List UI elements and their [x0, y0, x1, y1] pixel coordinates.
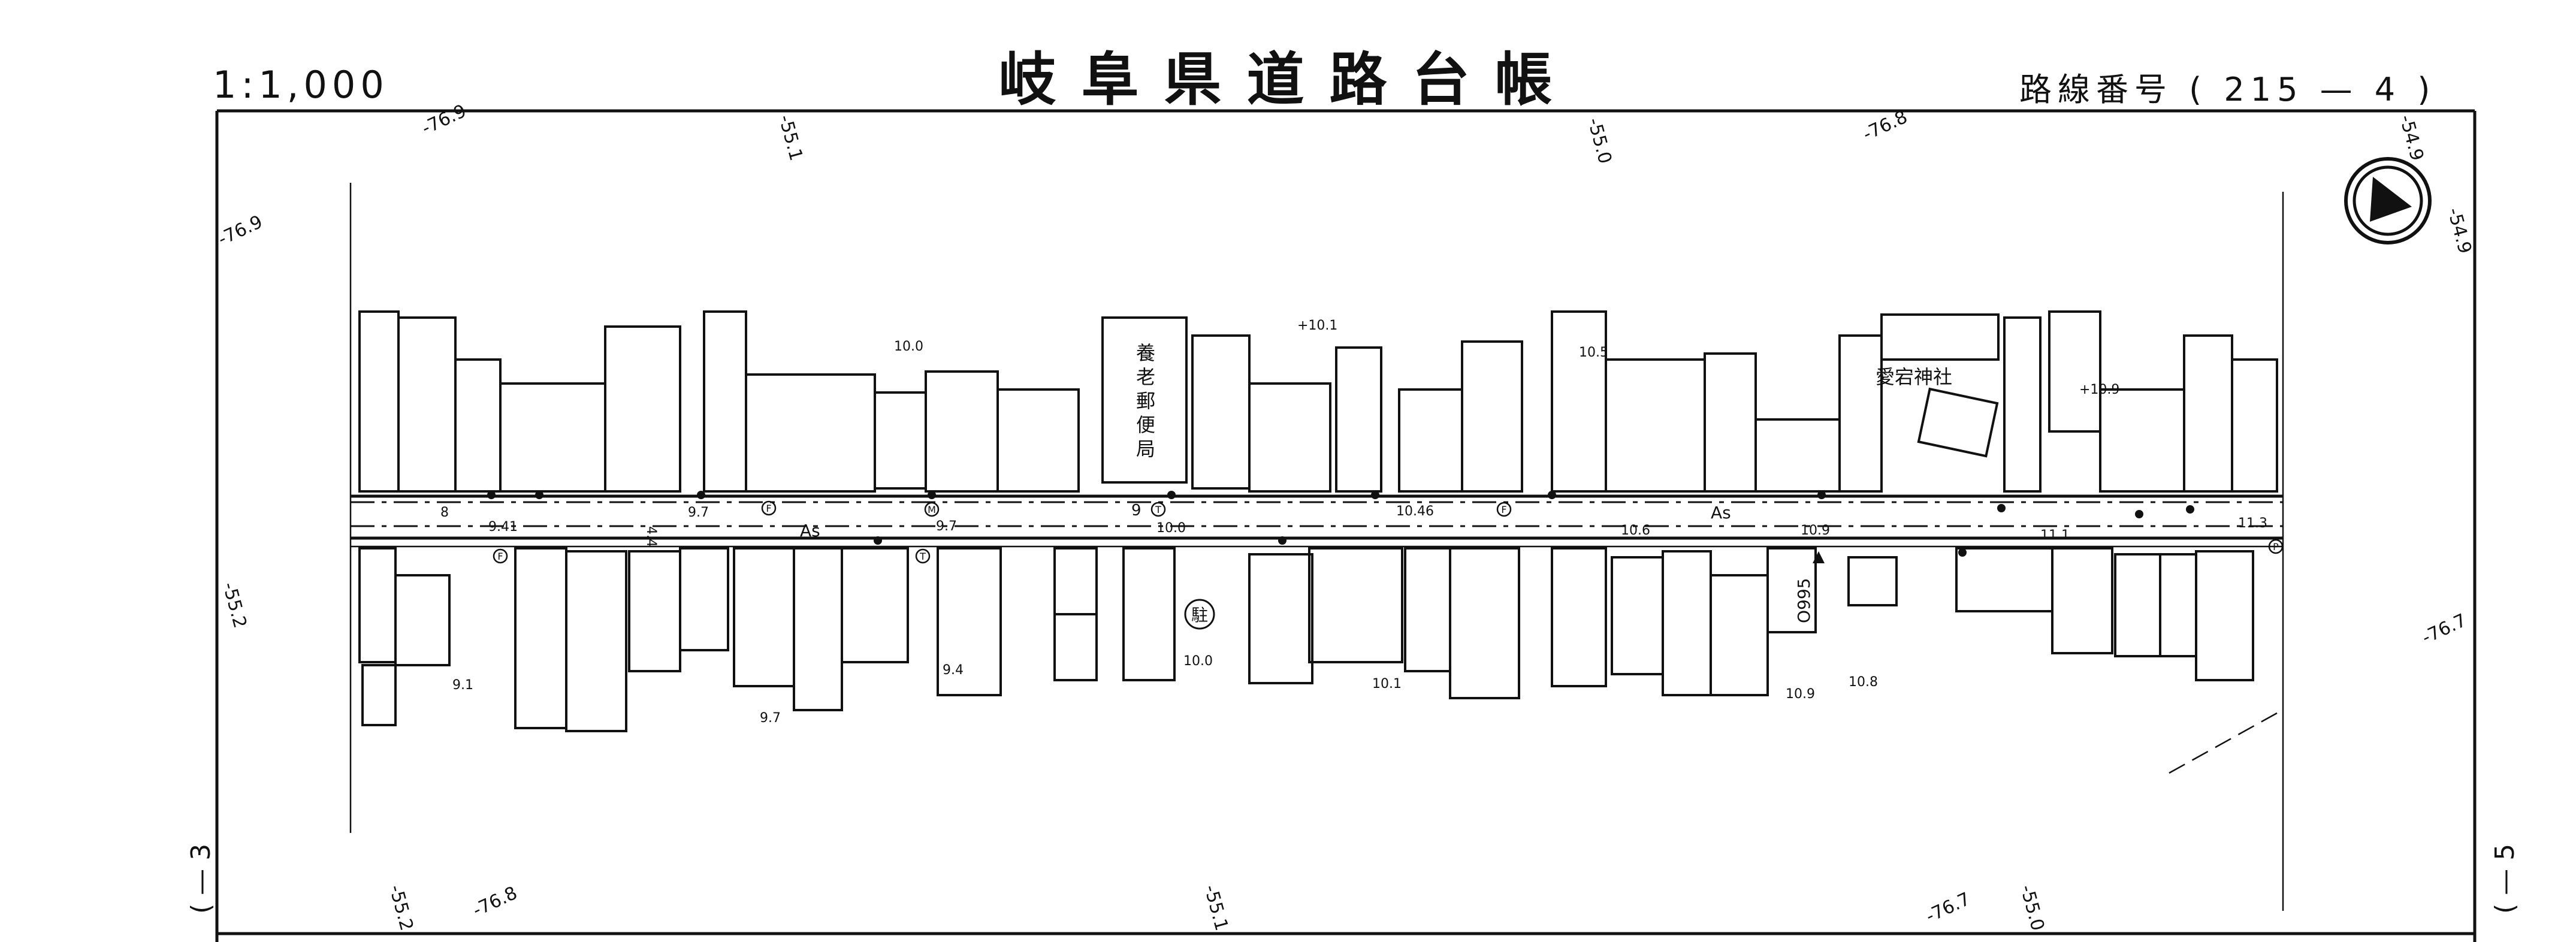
- coordinate-label: -76.7: [1923, 889, 1974, 928]
- elevation-label: 10.0: [1183, 654, 1213, 669]
- post-office-char: 郵: [1136, 390, 1155, 412]
- elevation-label: 9.41: [488, 520, 518, 535]
- post-office-char: 局: [1136, 437, 1155, 460]
- coordinate-label: -54.9: [2395, 113, 2427, 163]
- elevation-label: 10.9: [1801, 523, 1830, 538]
- symbol-m: M: [928, 504, 936, 515]
- coordinate-label: -76.9: [419, 101, 470, 140]
- elevation-label: 10.46: [1396, 504, 1434, 519]
- coordinate-label: -76.9: [215, 212, 266, 250]
- spot-elevations: 8 9.41 9.7 4.4 10.0 9.7 9 10.0 +10.1 10.…: [440, 318, 2267, 726]
- elevation-label: 11.1: [2040, 528, 2070, 543]
- elevation-label: 10.9: [1786, 687, 1815, 702]
- elevation-label: 9: [1131, 502, 1141, 520]
- map-scale: 1:1,000: [213, 63, 389, 107]
- pavement-label: As: [1711, 503, 1731, 523]
- coordinate-label: -55.2: [385, 883, 417, 933]
- parking-label: 駐: [1191, 605, 1208, 625]
- symbol-f: F: [497, 551, 503, 562]
- elevation-label: 10.6: [1621, 523, 1650, 538]
- post-office-char: 便: [1136, 413, 1155, 436]
- route-label: 路線番号: [2019, 71, 2173, 108]
- elevation-label: 9.7: [688, 505, 709, 520]
- coordinate-label: -76.7: [2419, 610, 2470, 649]
- post-office-char: 老: [1136, 366, 1155, 388]
- pavement-label: As: [800, 521, 820, 541]
- sheet-frame: [215, 109, 2477, 942]
- elevation-label: 10.0: [1156, 521, 1186, 536]
- chainage-label: O995: [1794, 578, 1814, 623]
- elevation-label: 4.4: [644, 526, 659, 547]
- chainage-marker-icon: [1813, 551, 1825, 563]
- elevation-label: 9.4: [943, 663, 964, 678]
- elevation-label: 9.7: [760, 711, 781, 726]
- shrine-label: 愛宕神社: [1876, 366, 1952, 388]
- sheet-ref-left: ( — 3: [186, 844, 216, 914]
- symbol-p: P: [2273, 541, 2279, 552]
- elevation-label: 11.3: [2238, 516, 2267, 531]
- symbol-t: T: [919, 551, 926, 562]
- coordinate-label: -55.0: [1583, 116, 1615, 166]
- route-value: ( 215 — 4 ): [2189, 71, 2436, 108]
- symbol-f: F: [766, 503, 771, 514]
- coordinate-label: -55.1: [1200, 883, 1232, 933]
- elevation-label: 10.8: [1849, 675, 1878, 690]
- coordinate-label: -55.1: [774, 113, 807, 163]
- elevation-label: 10.1: [1372, 677, 1402, 692]
- route-number: 路線番号 ( 215 — 4 ): [2019, 63, 2436, 110]
- coordinate-label: -55.0: [2016, 883, 2048, 933]
- elevation-label: 8: [440, 505, 449, 520]
- coordinate-label: -76.8: [470, 883, 521, 922]
- symbol-f: F: [1501, 504, 1506, 515]
- map-symbols: F M T F F T P: [493, 500, 2284, 564]
- elevation-label: 10.0: [894, 339, 923, 354]
- symbol-t: T: [1155, 504, 1161, 515]
- buildings-north: [358, 310, 2278, 493]
- parking-icon: 駐: [1184, 599, 1215, 630]
- map-title: 岐阜県道路台帳: [998, 46, 1578, 113]
- elevation-label: +10.1: [1297, 318, 1337, 333]
- coordinate-label: -54.9: [2443, 206, 2475, 256]
- road: [351, 494, 2283, 548]
- elevation-label: 9.1: [452, 678, 473, 693]
- sheet-ref-right: ( — 5: [2490, 844, 2520, 914]
- post-office-label: 養 老 郵 便 局: [1136, 342, 1155, 460]
- north-arrow-icon: [2344, 157, 2432, 244]
- post-office-char: 養: [1136, 342, 1155, 364]
- elevation-label: +10.9: [2079, 382, 2119, 397]
- elevation-label: 10.5: [1579, 345, 1608, 360]
- utility-poles: [487, 491, 2194, 557]
- coordinate-label: -55.2: [218, 580, 250, 630]
- elevation-label: 9.7: [936, 519, 957, 534]
- buildings-south: [358, 547, 2278, 774]
